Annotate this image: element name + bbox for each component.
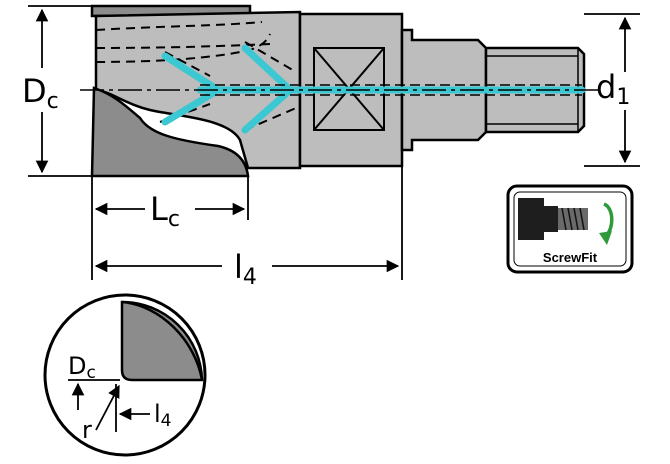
lc-label: Lc [150, 190, 180, 232]
detail-view: Dc r l4 [43, 293, 207, 457]
detail-insert-corner [120, 300, 204, 382]
coolant-channel-edges [200, 84, 582, 96]
dc-label: Dc [22, 72, 59, 114]
tool-body [80, 4, 600, 178]
tool-insert [90, 86, 250, 178]
screwfit-icon [518, 198, 614, 245]
screwfit-label: ScrewFit [543, 250, 598, 265]
detail-r-label: r [82, 416, 92, 444]
l4-label: l4 [234, 248, 257, 290]
screwfit-badge: ScrewFit [506, 184, 634, 274]
dimensions [28, 5, 640, 280]
detail-dc-label: Dc [68, 352, 96, 383]
d1-label: d1 [596, 68, 630, 110]
detail-l4-label: l4 [154, 400, 172, 431]
